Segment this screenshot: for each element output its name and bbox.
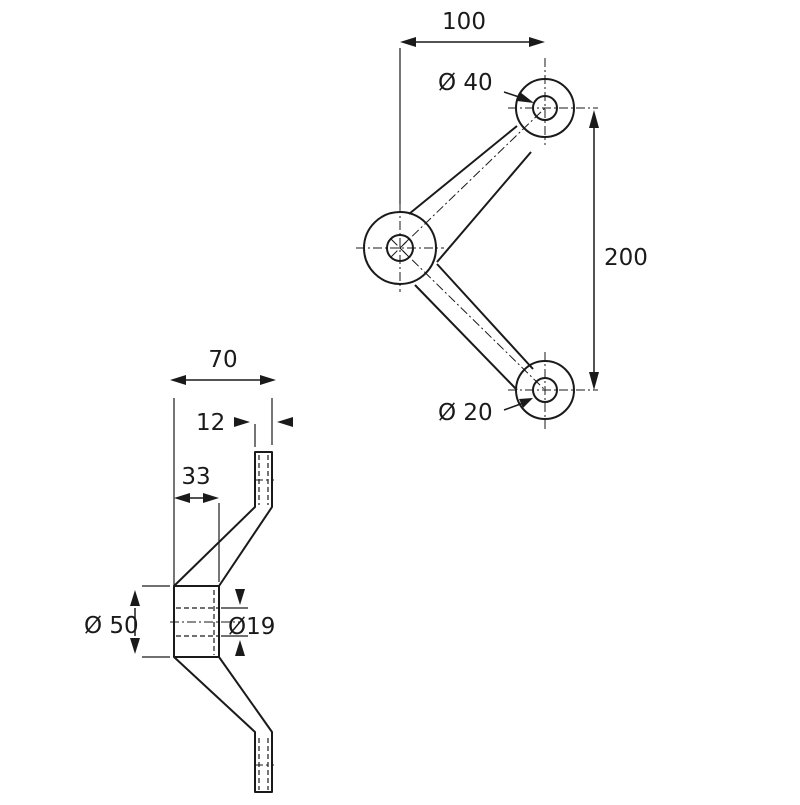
bottom-hole-dia-label: Ø 20 [438, 400, 493, 426]
lower-arm-centerline [399, 247, 546, 391]
width-arrow-left [400, 37, 416, 47]
front-view: 100 Ø 40 200 Ø 20 [356, 9, 648, 430]
boss-width-label: 33 [181, 464, 210, 490]
top-hole-dia-label: Ø 40 [438, 70, 493, 96]
top-hole-leader-arrow [517, 92, 534, 103]
side-width-arrow-left [170, 375, 186, 385]
height-dimension-label: 200 [604, 245, 648, 271]
side-view: 70 12 33 Ø 50 Ø19 [84, 347, 293, 793]
boss-dia-label: Ø 50 [84, 613, 139, 639]
tab-thickness-label: 12 [196, 410, 225, 436]
width-dimension-label: 100 [442, 9, 486, 35]
upper-arm-outline [408, 125, 532, 263]
boss-width-arrow-left [174, 493, 190, 503]
bore-dia-arrow-top [235, 589, 245, 605]
bore-dia-arrow-bottom [235, 640, 245, 656]
lower-arm-outline [414, 263, 534, 391]
boss-dia-arrow-bottom [130, 638, 140, 654]
tab-arrow-right [277, 417, 293, 427]
side-width-label: 70 [208, 347, 237, 373]
bottom-hole-leader-arrow [519, 398, 533, 408]
height-arrow-top [589, 110, 599, 128]
hub-centerline-d2 [390, 238, 410, 258]
boss-dia-arrow-top [130, 590, 140, 606]
upper-arm-centerline [399, 107, 546, 249]
tab-arrow-left [234, 417, 250, 427]
bore-dia-label: Ø19 [228, 614, 275, 640]
height-arrow-bottom [589, 372, 599, 390]
width-arrow-right [529, 37, 545, 47]
boss-width-arrow-right [203, 493, 219, 503]
side-width-arrow-right [260, 375, 276, 385]
